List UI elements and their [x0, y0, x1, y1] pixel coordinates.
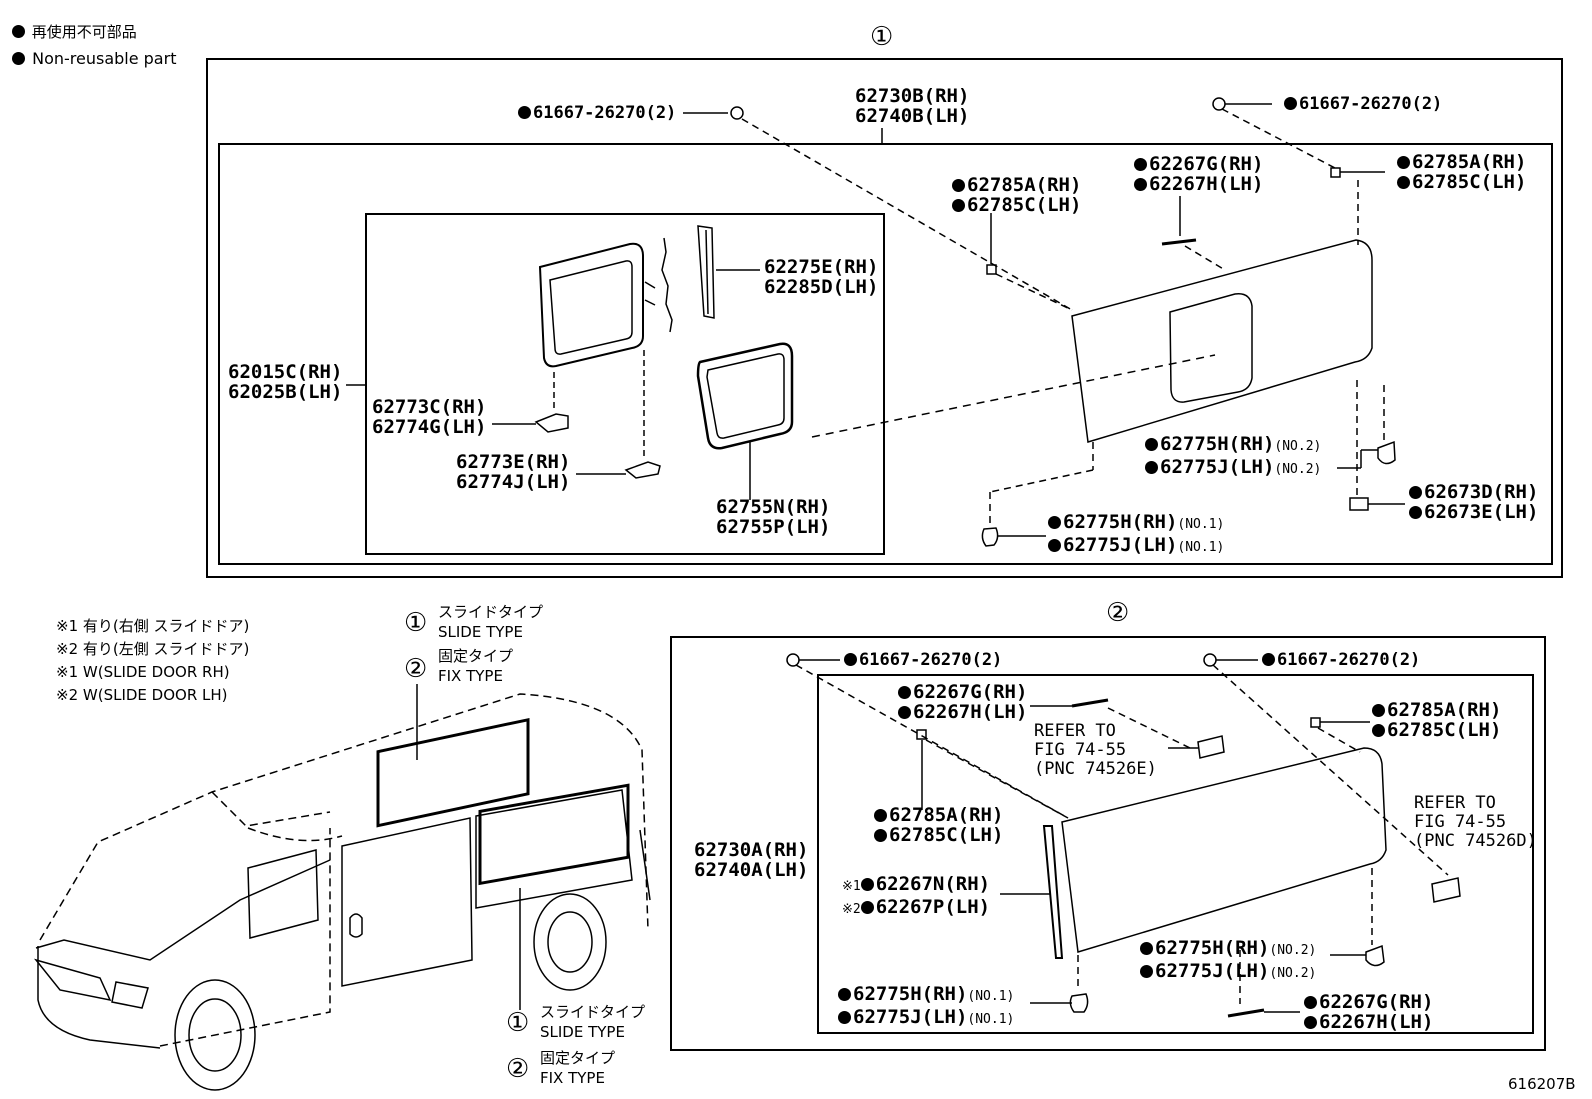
slide-type-outer-box: [206, 58, 1563, 578]
non-reusable-icon: [1304, 1016, 1317, 1029]
van-sketch: [33, 684, 651, 1091]
b-clip-no1-label: 62775H(RH)(NO.1)62775J(LH)(NO.1): [838, 984, 1014, 1030]
clip-no2-label: 62775H(RH)(NO.2)62775J(LH)(NO.2): [1145, 434, 1321, 480]
non-reusable-icon: [952, 179, 965, 192]
non-reusable-icon: [838, 988, 851, 1001]
non-reusable-icon: [1304, 996, 1317, 1009]
clip-left-label: 61667-26270(2): [518, 103, 676, 123]
type-ref-2-top: ②: [404, 654, 428, 684]
non-reusable-icon: [1145, 461, 1158, 474]
non-reusable-icon: [898, 686, 911, 699]
non-reusable-icon: [898, 706, 911, 719]
non-reusable-icon: [874, 829, 887, 842]
retainer-right-label: 62785A(RH)62785C(LH): [1397, 152, 1526, 192]
fix-type-jp-bottom: 固定タイプ: [540, 1049, 616, 1067]
non-reusable-icon: [1372, 704, 1385, 717]
non-reusable-icon: [1409, 486, 1422, 499]
non-reusable-icon: [1145, 438, 1158, 451]
clip-right-label: 61667-26270(2): [1284, 94, 1442, 114]
top-lines: [346, 97, 1405, 547]
non-reusable-icon: [1397, 156, 1410, 169]
non-reusable-icon: [844, 653, 857, 666]
non-reusable-icon: [1140, 965, 1153, 978]
slide-type-en-bottom: SLIDE TYPE: [540, 1023, 625, 1041]
non-reusable-icon: [1397, 176, 1410, 189]
bullet-icon: [12, 52, 25, 65]
ref-number-2: ②: [1106, 598, 1130, 628]
retainer-center-label: 62785A(RH)62785C(LH): [952, 175, 1081, 215]
ref-number-1: ①: [870, 22, 894, 52]
non-reusable-icon: [874, 809, 887, 822]
slide-window-label: 62015C(RH)62025B(LH): [228, 361, 343, 403]
bracket-d-label: 62673D(RH)62673E(LH): [1409, 482, 1538, 522]
slide-type-jp-top: スライドタイプ: [438, 603, 544, 621]
legend-jp: 再使用不可部品: [12, 24, 137, 41]
slide-subassembly-box: [365, 213, 885, 555]
b-weatherstrip-g-label: 62267G(RH)62267H(LH): [898, 682, 1027, 722]
weatherstrip-n-label: 62755N(RH)62755P(LH): [716, 496, 831, 538]
non-reusable-icon: [1262, 653, 1275, 666]
non-reusable-icon: [860, 901, 874, 914]
slide-type-en-top: SLIDE TYPE: [438, 623, 523, 641]
non-reusable-icon: [1134, 178, 1147, 191]
slide-type-inner-box: [218, 143, 1553, 565]
non-reusable-icon: [518, 106, 531, 119]
type-ref-1-top: ①: [404, 608, 428, 638]
panel-part-rh: 62730B(RH): [855, 85, 970, 107]
panel-part-lh: 62740B(LH): [855, 105, 970, 127]
note-1: ※1 有り(右側 スライドドア): [56, 617, 250, 635]
non-reusable-icon: [1140, 942, 1153, 955]
legend-en: Non-reusable part: [12, 50, 176, 67]
fix-type-jp-top: 固定タイプ: [438, 647, 514, 665]
stopper-e-label: 62773E(RH)62774J(LH): [456, 451, 571, 493]
b-clip-left-label: 61667-26270(2): [844, 650, 1002, 670]
bottom-lines: [786, 653, 1461, 1018]
bullet-icon: [12, 25, 25, 38]
stopper-c-label: 62773C(RH)62774G(LH): [372, 396, 487, 438]
note-3: ※1 W(SLIDE DOOR RH): [56, 663, 230, 681]
slide-type-jp-bottom: スライドタイプ: [540, 1003, 646, 1021]
non-reusable-icon: [1134, 158, 1147, 171]
b-weatherstrip-bottom-label: 62267G(RH)62267H(LH): [1304, 992, 1433, 1032]
type-ref-2-bottom: ②: [506, 1054, 530, 1084]
fix-type-outer-box: [670, 636, 1546, 1051]
non-reusable-icon: [1048, 516, 1061, 529]
weatherstrip-g-label: 62267G(RH)62267H(LH): [1134, 154, 1263, 194]
b-panel-label: 62730A(RH)62740A(LH): [694, 839, 809, 881]
non-reusable-icon: [952, 199, 965, 212]
rail-label: 62275E(RH)62285D(LH): [764, 256, 879, 298]
b-clip-right-label: 61667-26270(2): [1262, 650, 1420, 670]
clip-no1-label: 62775H(RH)(NO.1)62775J(LH)(NO.1): [1048, 512, 1224, 558]
non-reusable-icon: [1409, 506, 1422, 519]
fix-type-inner-box: [817, 674, 1534, 1034]
note-2: ※2 有り(左側 スライドドア): [56, 640, 250, 658]
fix-type-en-top: FIX TYPE: [438, 667, 503, 685]
b-retainer-right-label: 62785A(RH)62785C(LH): [1372, 700, 1501, 740]
non-reusable-icon: [860, 878, 874, 891]
b-retainer-left-label: 62785A(RH)62785C(LH): [874, 805, 1003, 845]
fix-type-en-bottom: FIX TYPE: [540, 1069, 605, 1087]
non-reusable-icon: [1284, 97, 1297, 110]
type-ref-1-bottom: ①: [506, 1008, 530, 1038]
note-4: ※2 W(SLIDE DOOR LH): [56, 686, 228, 704]
non-reusable-icon: [838, 1011, 851, 1024]
b-clip-no2-label: 62775H(RH)(NO.2)62775J(LH)(NO.2): [1140, 938, 1316, 984]
figure-id: 616207B: [1508, 1075, 1576, 1093]
non-reusable-icon: [1048, 539, 1061, 552]
non-reusable-icon: [1372, 724, 1385, 737]
